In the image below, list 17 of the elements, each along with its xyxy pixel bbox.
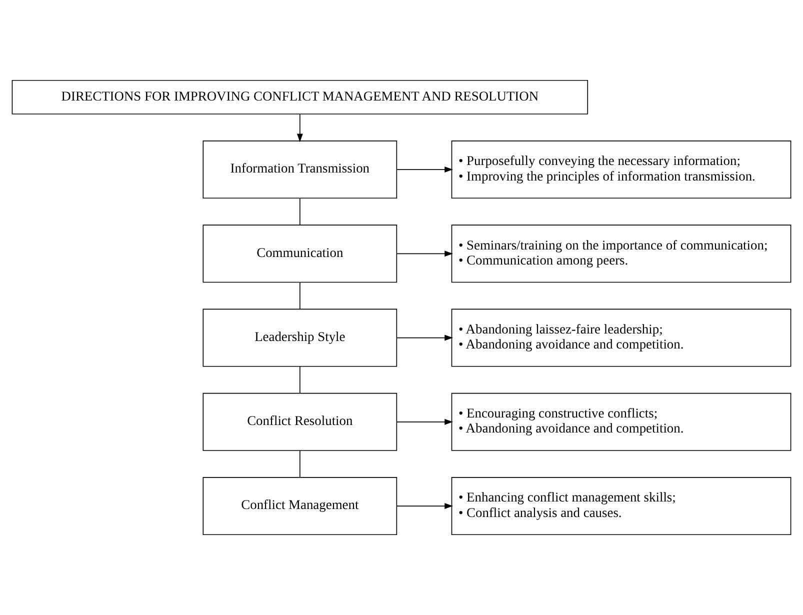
node-box: DIRECTIONS FOR IMPROVING CONFLICT MANAGEMENT AND RESOLUTION: [12, 80, 588, 114]
node-box: Communication: [202, 224, 398, 283]
arrow: [396, 418, 453, 425]
node-box: Leadership Style: [202, 308, 398, 367]
node-box: • Seminars/training on the importance of communication; • Communication among peers.: [451, 224, 792, 283]
node-box: • Abandoning laissez-faire leadership; • Abandoning avoidance and competition.: [451, 308, 792, 367]
node-box: Conflict Resolution: [202, 392, 398, 451]
node-box: Conflict Management: [202, 477, 398, 536]
arrow: [396, 250, 453, 257]
node-box: • Purposefully conveying the necessary information; • Improving the principles of information transmission.: [451, 140, 792, 199]
node-box: Information Transmission: [202, 140, 398, 199]
arrow: [396, 334, 453, 341]
node-box: • Encouraging constructive conflicts; • Abandoning avoidance and competition.: [451, 392, 792, 451]
arrow: [296, 114, 303, 142]
arrow: [396, 166, 453, 172]
arrow: [396, 503, 453, 509]
node-box: • Enhancing conflict management skills; • Conflict analysis and causes.: [451, 477, 792, 536]
